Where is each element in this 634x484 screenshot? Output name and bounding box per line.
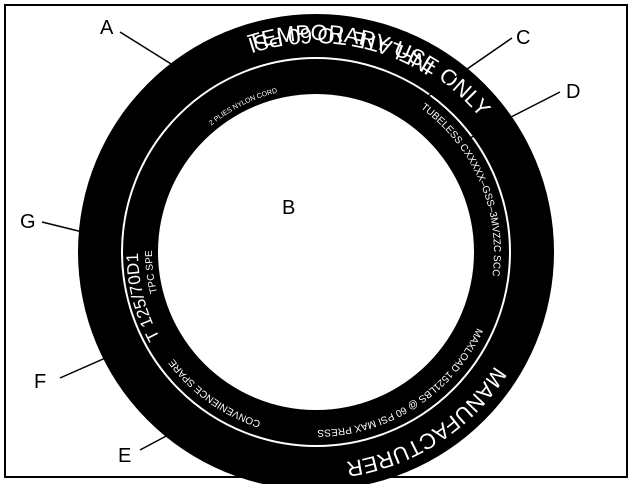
leader-line-c (414, 37, 513, 106)
leader-line-a (119, 31, 201, 83)
callout-a: A (100, 17, 114, 39)
leader-line-d (469, 91, 561, 139)
callout-b: B (282, 197, 295, 219)
leader-line-e (139, 417, 201, 451)
leader-line-g (41, 221, 116, 241)
callout-c: C (516, 27, 530, 49)
callout-f: F (34, 371, 46, 393)
callout-d: D (566, 81, 580, 103)
callout-e: E (118, 445, 131, 467)
bead-line (121, 57, 511, 447)
callout-g: G (20, 211, 36, 233)
leader-line-f (59, 344, 136, 379)
leader-line-b (211, 139, 281, 191)
tire-rim-hole (158, 94, 474, 410)
